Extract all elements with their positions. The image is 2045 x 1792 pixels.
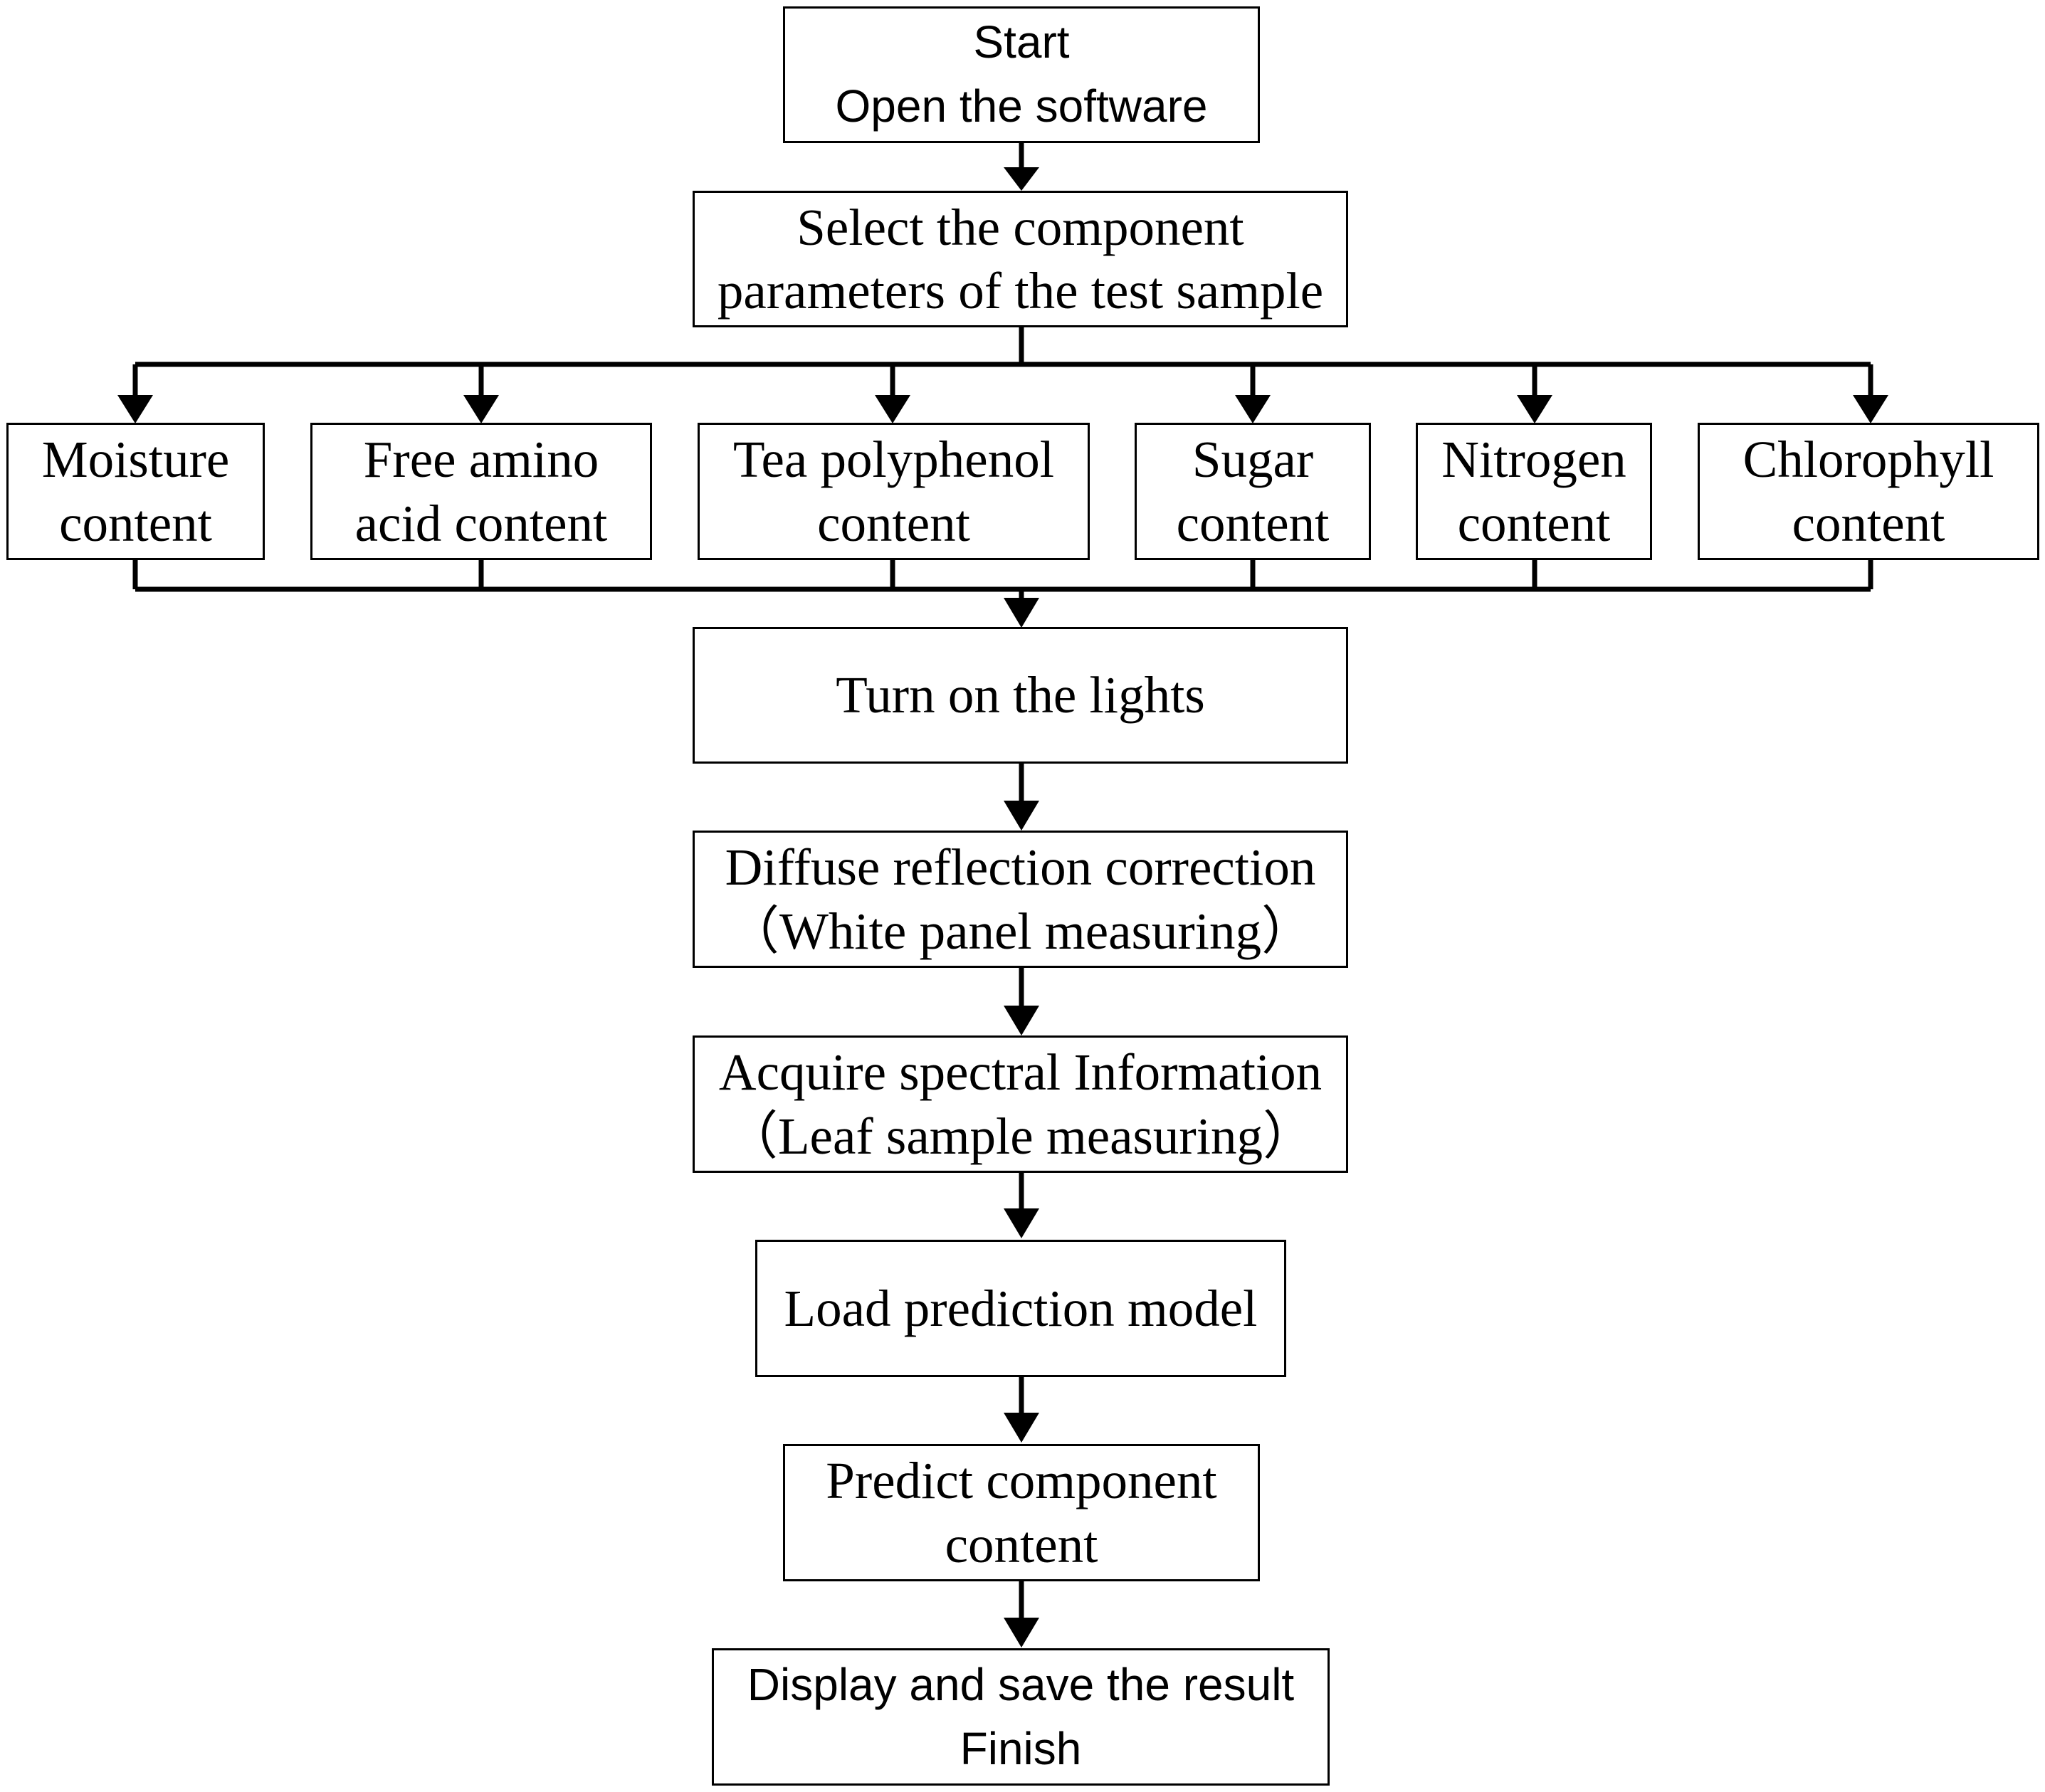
load-prediction-model-box: Load prediction model (755, 1240, 1286, 1377)
acquire-line-1: Acquire spectral Information (718, 1043, 1323, 1102)
select-line-1: Select the component (797, 198, 1244, 256)
predict-component-content-box: Predict component content (783, 1444, 1260, 1581)
component-sublabel: content (1792, 494, 1945, 552)
component-label: Moisture (41, 431, 230, 489)
chlorophyll-content-box: Chlorophyll content (1698, 423, 2039, 560)
start-box: Start Open the software (783, 6, 1260, 143)
lights-label: Turn on the lights (836, 666, 1205, 724)
diffuse-reflection-correction-box: Diffuse reflection correction （White pan… (693, 831, 1348, 968)
component-sublabel: content (1176, 494, 1330, 552)
free-amino-acid-content-box: Free amino acid content (310, 423, 652, 560)
moisture-content-box: Moisture content (6, 423, 265, 560)
finish-line-1: Display and save the result (747, 1658, 1295, 1710)
turn-on-lights-box: Turn on the lights (693, 627, 1348, 764)
finish-line-2: Finish (960, 1722, 1082, 1774)
component-sublabel: content (817, 494, 970, 552)
select-line-2: parameters of the test sample (717, 262, 1324, 320)
component-label: Sugar (1192, 431, 1314, 489)
predict-line-2: content (945, 1515, 1098, 1574)
component-label: Chlorophyll (1742, 431, 1994, 489)
predict-line-1: Predict component (826, 1452, 1217, 1510)
component-label: Nitrogen (1441, 431, 1626, 489)
nitrogen-content-box: Nitrogen content (1416, 423, 1652, 560)
component-sublabel: content (59, 494, 212, 552)
acquire-spectral-information-box: Acquire spectral Information （Leaf sampl… (693, 1035, 1348, 1173)
sugar-content-box: Sugar content (1135, 423, 1371, 560)
tea-polyphenol-content-box: Tea polyphenol content (698, 423, 1090, 560)
start-label: Start (973, 16, 1070, 68)
component-sublabel: acid content (354, 494, 608, 552)
acquire-line-2: （Leaf sample measuring） (725, 1107, 1315, 1165)
finish-box: Display and save the result Finish (712, 1648, 1330, 1786)
correction-line-2: （White panel measuring） (727, 902, 1314, 960)
component-label: Free amino (363, 431, 599, 489)
component-label: Tea polyphenol (732, 431, 1054, 489)
load-label: Load prediction model (784, 1279, 1258, 1337)
component-sublabel: content (1457, 494, 1611, 552)
correction-line-1: Diffuse reflection correction (725, 838, 1316, 897)
start-sublabel: Open the software (835, 80, 1208, 132)
select-parameters-box: Select the component parameters of the t… (693, 191, 1348, 327)
